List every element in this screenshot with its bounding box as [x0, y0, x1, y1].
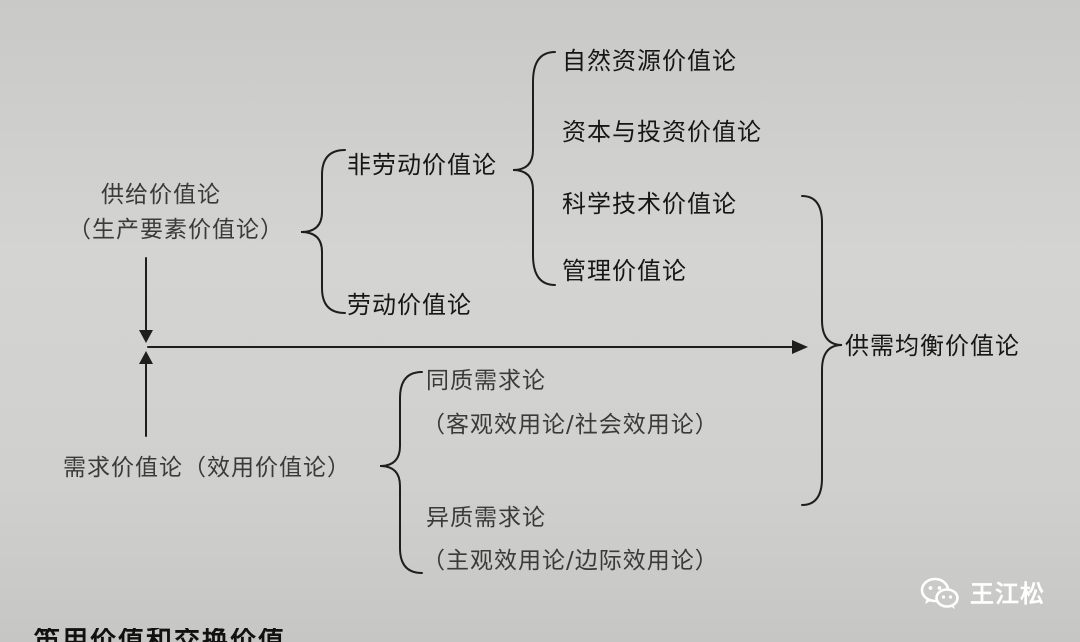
node-capital-investment: 资本与投资价值论: [562, 118, 762, 146]
arrowhead-down: [139, 330, 153, 343]
node-labor: 劳动价值论: [347, 291, 472, 319]
node-homogeneous: 同质需求论: [426, 368, 546, 394]
node-science-tech: 科学技术价值论: [562, 190, 737, 218]
node-non-labor: 非劳动价值论: [347, 151, 497, 179]
node-natural-resource: 自然资源价值论: [562, 47, 737, 75]
node-supply-sub: （生产要素价值论）: [68, 217, 284, 243]
node-equilibrium: 供需均衡价值论: [845, 332, 1020, 360]
node-demand: 需求价值论（效用价值论）: [63, 455, 351, 481]
arrowhead-right: [792, 340, 808, 354]
brace-supply: [300, 149, 346, 314]
node-heterogeneous: 异质需求论: [426, 505, 546, 531]
node-homogeneous-sub: （客观效用论/社会效用论）: [422, 412, 719, 438]
wechat-icon: [920, 577, 959, 609]
brace-non-labor: [512, 51, 556, 286]
brace-equilibrium: [801, 195, 843, 506]
brace-demand: [379, 371, 423, 574]
watermark-text: 王江松: [970, 580, 1045, 608]
arrowhead-up: [139, 351, 153, 364]
node-supply: 供给价值论: [101, 182, 221, 208]
bottom-cut-text: 笛用价值和交换价值: [34, 628, 286, 642]
node-management: 管理价值论: [562, 257, 687, 285]
node-heterogeneous-sub: （主观效用论/边际效用论）: [422, 548, 719, 574]
watermark: 王江松: [920, 574, 1045, 614]
bottom-cut-text-clip: 笛用价值和交换价值: [34, 628, 334, 642]
